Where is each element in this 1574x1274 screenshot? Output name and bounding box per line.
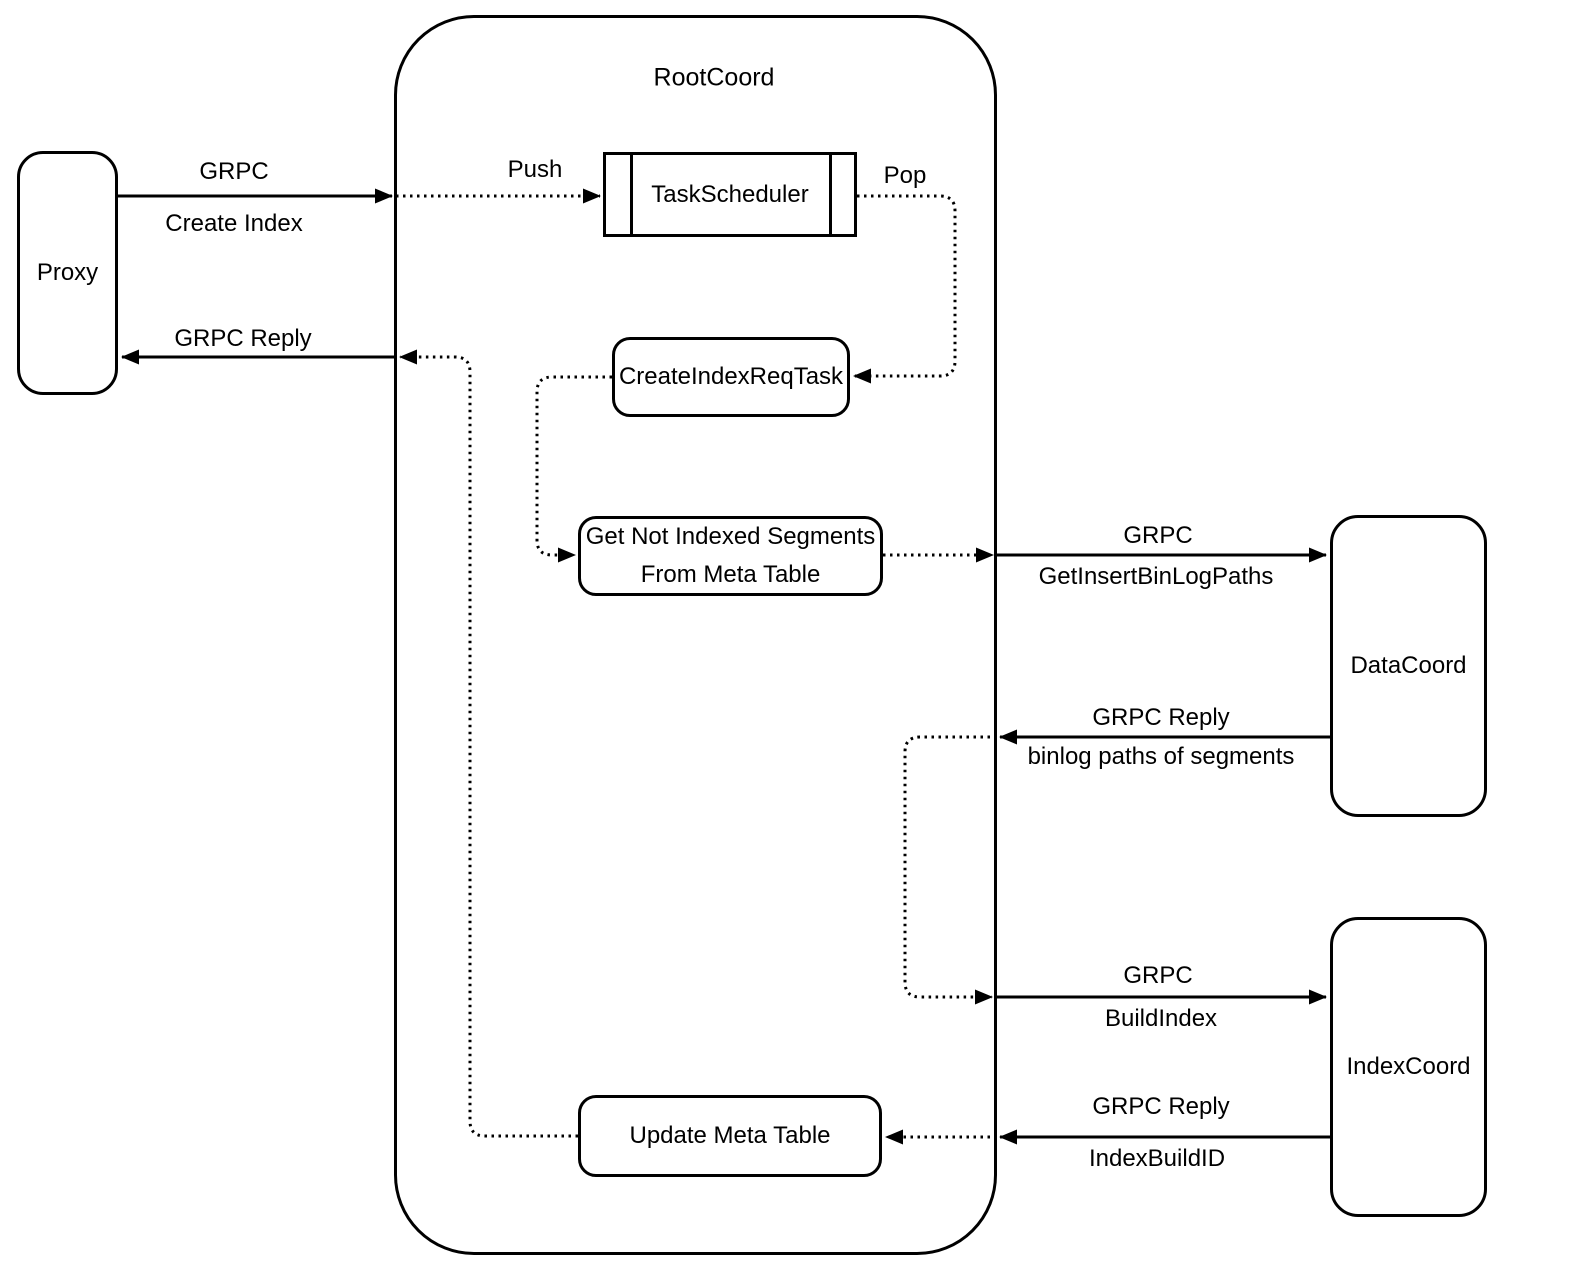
edge-label-grpc-create-index-1: GRPC bbox=[199, 157, 269, 185]
edge-label-build-index-1: GRPC bbox=[1123, 961, 1193, 989]
task-scheduler-label: TaskScheduler bbox=[651, 180, 809, 208]
get-not-indexed-segments-node: Get Not Indexed Segments From Meta Table bbox=[578, 516, 883, 596]
edge-label-get-insert-binlog-2: GetInsertBinLogPaths bbox=[1038, 562, 1274, 590]
edge-label-build-index-2: BuildIndex bbox=[1104, 1004, 1218, 1032]
edge-label-grpc-reply-proxy: GRPC Reply bbox=[174, 324, 312, 352]
rootcoord-title: RootCoord bbox=[653, 63, 775, 92]
edge-label-index-build-id-2: IndexBuildID bbox=[1088, 1144, 1226, 1172]
task-scheduler-node: TaskScheduler bbox=[603, 152, 857, 237]
edge-label-index-build-id-1: GRPC Reply bbox=[1092, 1092, 1230, 1120]
edge-label-binlog-reply-2: binlog paths of segments bbox=[1027, 742, 1295, 770]
edge-label-grpc-create-index-2: Create Index bbox=[165, 209, 303, 237]
index-coord-node: IndexCoord bbox=[1330, 917, 1487, 1217]
proxy-node: Proxy bbox=[17, 151, 118, 395]
rootcoord-container bbox=[394, 15, 997, 1255]
update-meta-table-node: Update Meta Table bbox=[578, 1095, 882, 1177]
task-scheduler-left-bar bbox=[630, 155, 633, 234]
edge-label-get-insert-binlog-1: GRPC bbox=[1123, 521, 1193, 549]
create-index-req-task-node: CreateIndexReqTask bbox=[612, 337, 850, 417]
edge-label-push: Push bbox=[507, 155, 563, 183]
data-coord-node: DataCoord bbox=[1330, 515, 1487, 817]
edge-label-pop: Pop bbox=[883, 161, 927, 189]
edge-label-binlog-reply-1: GRPC Reply bbox=[1092, 703, 1230, 731]
task-scheduler-right-bar bbox=[829, 155, 832, 234]
